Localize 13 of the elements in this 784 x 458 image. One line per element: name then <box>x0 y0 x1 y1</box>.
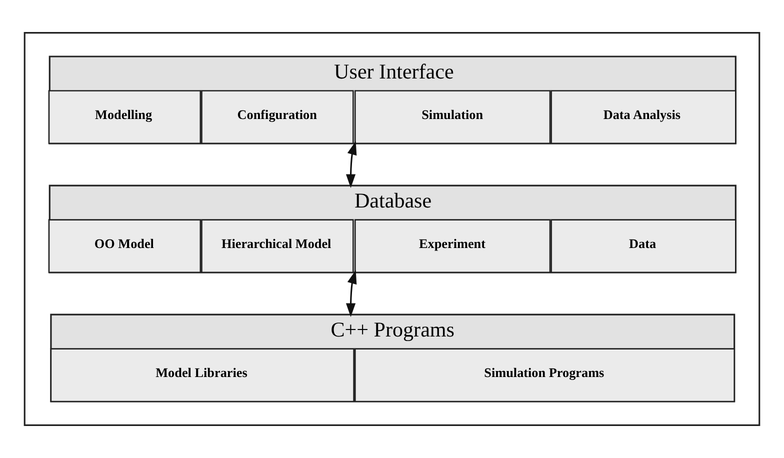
node-box: Model Libraries <box>50 348 354 402</box>
arrow <box>346 141 357 188</box>
node-box: Simulation Programs <box>354 348 736 402</box>
cluster <box>24 32 760 426</box>
arrow <box>346 270 357 317</box>
node-box: Modelling <box>48 90 202 144</box>
node-box: Hierarchical Model <box>201 219 354 274</box>
node-box: OO Model <box>48 219 202 274</box>
node-box: Configuration <box>201 90 354 144</box>
node-box: Data Analysis <box>550 90 736 144</box>
node-box: Data <box>550 219 736 274</box>
node-box: Simulation <box>354 90 551 144</box>
node-box: Experiment <box>354 219 551 274</box>
